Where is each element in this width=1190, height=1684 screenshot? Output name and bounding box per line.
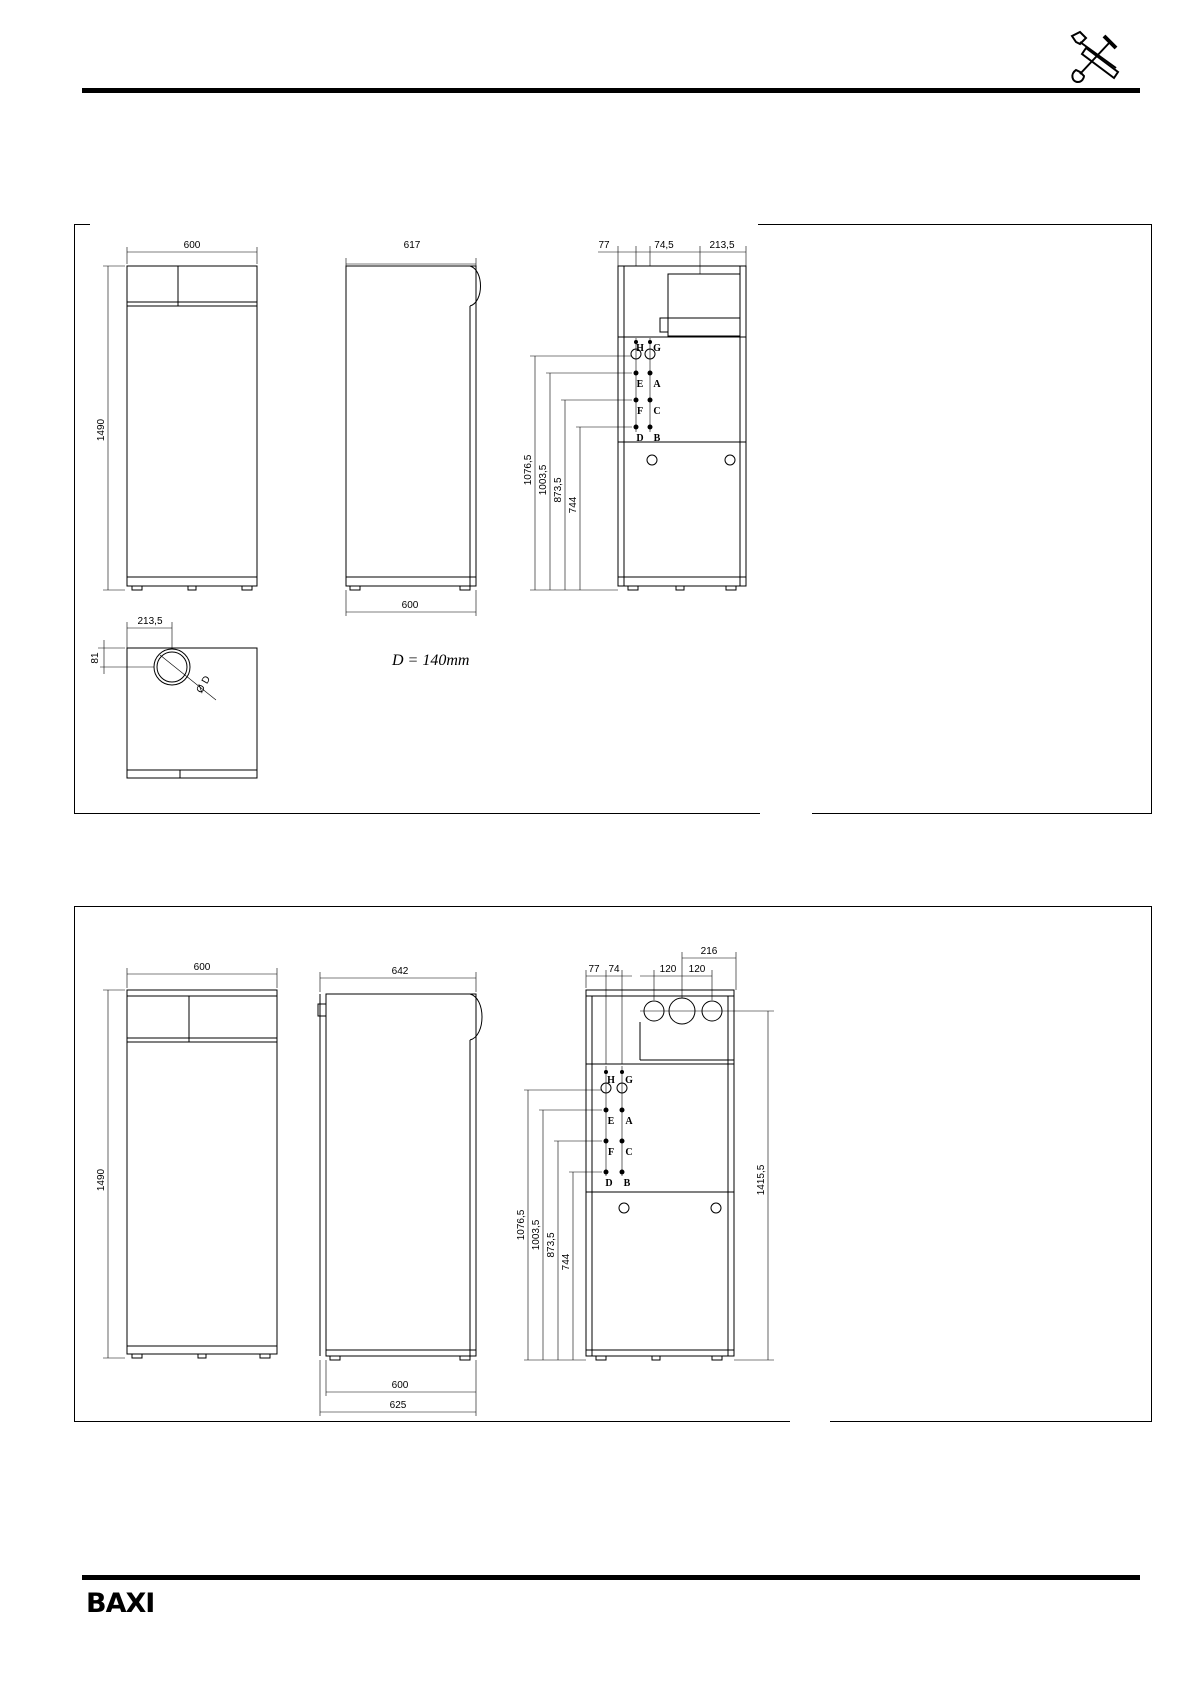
fig1-label-g: G (653, 343, 661, 354)
header-rule (82, 88, 1140, 93)
fig2-rear-dim-216: 216 (701, 946, 718, 957)
fig1-label-h: H (636, 343, 644, 354)
fig2-height-744: 744 (561, 1253, 572, 1270)
fig1-height-1003-5: 1003,5 (538, 464, 549, 495)
fig1-side-base: 600 (402, 600, 419, 611)
fig2-rear-dim-74: 74 (608, 964, 620, 975)
fig2-side-base-2: 625 (390, 1400, 407, 1411)
footer-rule (82, 1575, 1140, 1580)
fig1-front-width: 600 (184, 240, 201, 251)
fig1-label-d: D (636, 433, 643, 444)
fig1-label-a: A (653, 379, 661, 390)
fig1-rear-view: H G E A F C D B 77 74,5 213,5 1076,5 100… (523, 240, 747, 591)
fig1-side-depth: 617 (404, 240, 421, 251)
fig1-height-744: 744 (568, 496, 579, 513)
fig2-label-f: F (608, 1147, 614, 1158)
fig1-side-view: 617 600 (345, 240, 481, 616)
fig2-height-1076-5: 1076,5 (516, 1209, 527, 1240)
fig2-front-width: 600 (194, 962, 211, 973)
fig1-rear-dim-213-5: 213,5 (709, 240, 734, 251)
fig2-front-height: 1490 (96, 1168, 107, 1191)
fig2-label-e: E (608, 1116, 615, 1127)
fig2-side-view: 642 600 625 (317, 966, 483, 1416)
fig1-front-view: 600 1490 (96, 240, 258, 591)
fig1-rear-dim-74-5: 74,5 (654, 240, 674, 251)
fig2-rear-dim-120-a: 120 (660, 964, 677, 975)
fig2-right-height: 1415,5 (756, 1164, 767, 1195)
fig1-label-f: F (637, 406, 643, 417)
fig2-label-h: H (607, 1075, 615, 1086)
fig1-diameter-label: Ø D (195, 674, 213, 695)
fig1-label-c: C (653, 406, 660, 417)
fig1-top-offset-x: 213,5 (137, 616, 162, 627)
fig2-height-873-5: 873,5 (546, 1232, 557, 1257)
fig2-rear-dim-120-b: 120 (689, 964, 706, 975)
fig2-label-g: G (625, 1075, 633, 1086)
fig2-label-c: C (625, 1147, 632, 1158)
fig2-label-a: A (625, 1116, 633, 1127)
diagram-panel-2 (74, 906, 1152, 1422)
fig1-formula: D = 140mm (391, 652, 469, 669)
fig2-label-d: D (605, 1178, 612, 1189)
fig2-front-view: 600 1490 (96, 962, 278, 1359)
fig1-height-1076-5: 1076,5 (523, 454, 534, 485)
fig1-top-offset-y: 81 (90, 652, 101, 664)
fig2-height-1003-5: 1003,5 (531, 1219, 542, 1250)
fig2-rear-view: H G E A F C D B 77 74 120 120 216 1076,5 (516, 946, 774, 1361)
fig1-rear-dim-77: 77 (598, 240, 610, 251)
fig2-side-depth: 642 (392, 966, 409, 977)
baxi-logo: BAXI (86, 1588, 155, 1619)
fig2-label-b: B (624, 1178, 631, 1189)
fig1-label-b: B (654, 433, 661, 444)
wrench-screwdriver-icon (1070, 30, 1120, 84)
fig1-front-height: 1490 (96, 418, 107, 441)
fig1-height-873-5: 873,5 (553, 477, 564, 502)
fig2-side-base-1: 600 (392, 1380, 409, 1391)
fig1-top-view: 213,5 81 Ø D (90, 616, 258, 779)
fig2-rear-dim-77: 77 (588, 964, 600, 975)
fig1-label-e: E (637, 379, 644, 390)
